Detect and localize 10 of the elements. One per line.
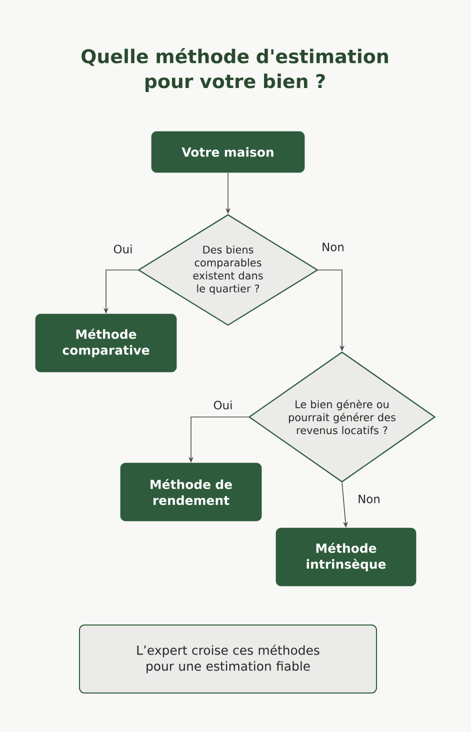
edge-label: Non (320, 242, 346, 252)
note-box: L’expert croise ces méthodes pour une estimation fiable (79, 624, 377, 694)
edge-label: Non (356, 494, 382, 504)
edge-label: Oui (212, 400, 234, 410)
process-box: Méthode comparative (35, 314, 177, 372)
process-box: Méthode intrinsèque (276, 528, 416, 586)
process-box: Votre maison (151, 131, 305, 173)
edge-label: Oui (112, 244, 134, 254)
title: Quelle méthode d'estimation pour votre bien ? (82, 48, 388, 92)
process-box: Méthode de rendement (120, 462, 262, 522)
